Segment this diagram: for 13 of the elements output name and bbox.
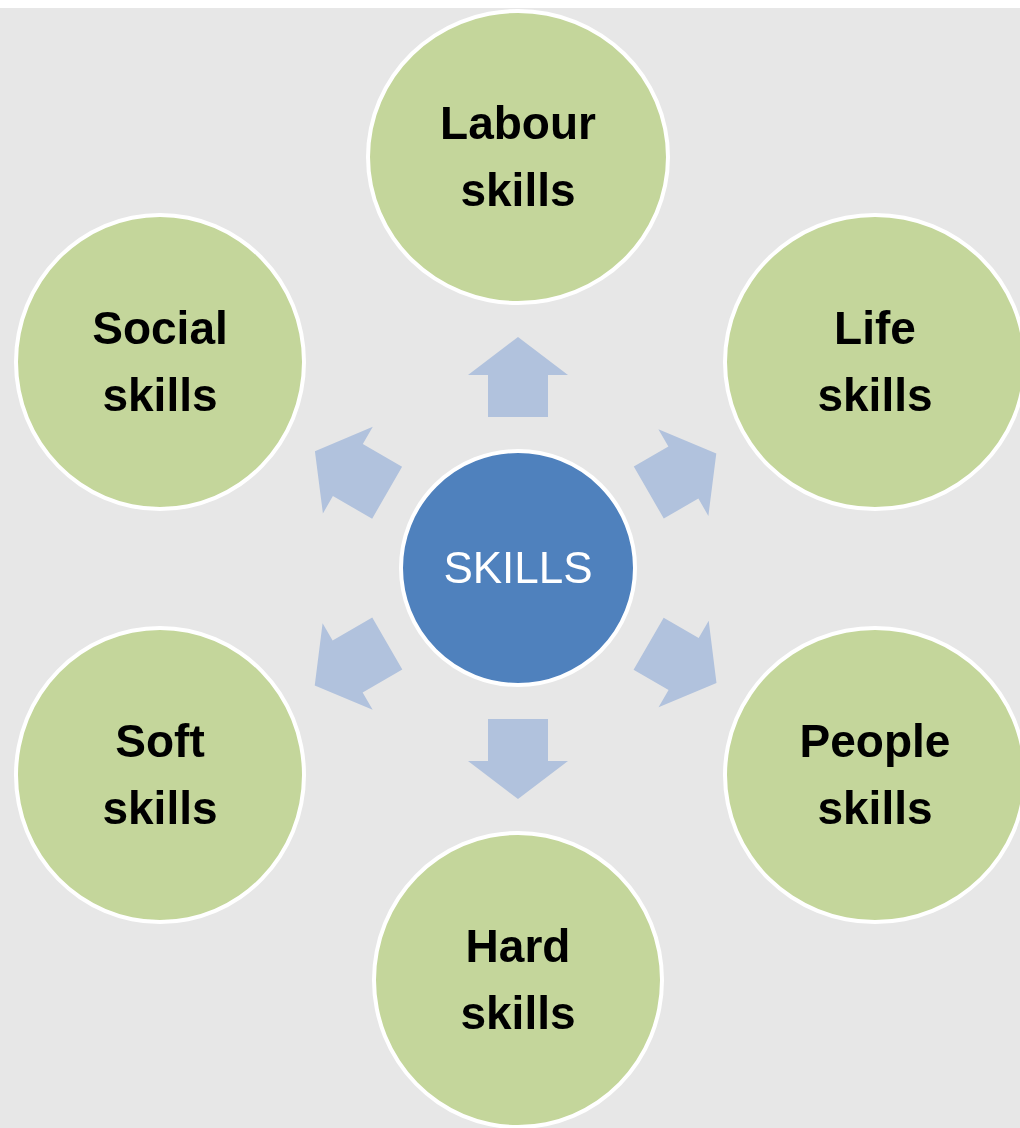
node-label: Social skills bbox=[91, 301, 229, 423]
block-arrow bbox=[468, 719, 568, 799]
node-label: Labour skills bbox=[439, 96, 597, 218]
block-arrow bbox=[314, 617, 403, 710]
node-label: SKILLS bbox=[443, 542, 593, 595]
node-label: Soft skills bbox=[101, 714, 219, 836]
node-label: Hard skills bbox=[459, 919, 577, 1041]
node-label: Life skills bbox=[816, 301, 934, 423]
block-arrow bbox=[633, 617, 717, 708]
block-arrow bbox=[314, 426, 403, 519]
node-label: People skills bbox=[798, 714, 952, 836]
block-arrow bbox=[633, 429, 717, 519]
block-arrow bbox=[468, 337, 568, 417]
